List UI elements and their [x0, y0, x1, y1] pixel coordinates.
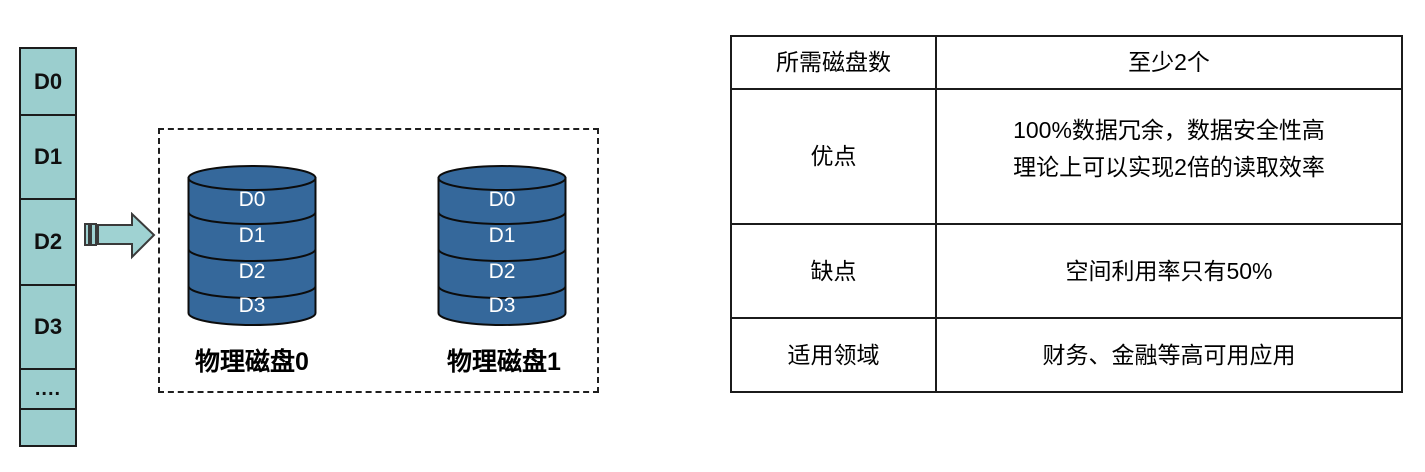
table-row-cons-value: 空间利用率只有50%	[935, 223, 1401, 317]
table-row-usage-label: 适用领域	[732, 317, 935, 391]
disk-band-divider	[437, 285, 567, 299]
arrow-stripe-1	[84, 223, 90, 246]
disk1-band-d0: D0	[489, 188, 516, 211]
pros-line-1: 100%数据冗余，数据安全性高	[1013, 116, 1325, 143]
disk-band-divider	[187, 285, 317, 299]
arrow-body	[97, 212, 156, 260]
disk-band-divider	[187, 248, 317, 262]
disk1-band-d1: D1	[489, 224, 516, 247]
disk-cylinder-top	[437, 165, 567, 191]
table-row-disks-value: 至少2个	[935, 37, 1401, 88]
arrow-stripe-2	[90, 223, 97, 246]
logical-block-d2: D2	[19, 198, 77, 286]
mirror-group-box	[158, 128, 599, 393]
disk-band-divider	[437, 248, 567, 262]
table-row-pros-value: 100%数据冗余，数据安全性高 理论上可以实现2倍的读取效率	[935, 88, 1401, 223]
disk1-band-d3: D3	[489, 294, 516, 317]
logical-block-d0: D0	[19, 47, 77, 116]
logical-block-d3: D3	[19, 284, 77, 370]
logical-block-empty	[19, 408, 77, 447]
table-row-pros-label: 优点	[732, 88, 935, 223]
physical-disk-0: D0 D1 D2 D3	[187, 165, 317, 326]
disk0-band-d1: D1	[239, 224, 266, 247]
striped-right-arrow-icon	[84, 212, 156, 260]
pros-line-2: 理论上可以实现2倍的读取效率	[1013, 153, 1325, 180]
disk-cylinder-body	[187, 177, 317, 326]
disk-cylinder-body	[437, 177, 567, 326]
disk0-band-d2: D2	[239, 260, 266, 283]
logical-block-d1: D1	[19, 114, 77, 200]
disk-band-divider	[187, 211, 317, 225]
disk0-band-d0: D0	[239, 188, 266, 211]
disk1-caption: 物理磁盘1	[447, 348, 561, 376]
disk0-band-d3: D3	[239, 294, 266, 317]
physical-disk-1: D0 D1 D2 D3	[437, 165, 567, 326]
disk-band-divider	[437, 211, 567, 225]
logical-block-column: D0 D1 D2 D3 ....	[19, 47, 77, 447]
table-row-usage-value: 财务、金融等高可用应用	[935, 317, 1401, 391]
raid1-characteristics-table: 所需磁盘数 至少2个 优点 100%数据冗余，数据安全性高 理论上可以实现2倍的…	[730, 35, 1403, 393]
disk0-caption: 物理磁盘0	[195, 348, 309, 376]
logical-block-ellipsis: ....	[19, 368, 77, 410]
disk1-band-d2: D2	[489, 260, 516, 283]
table-row-disks-label: 所需磁盘数	[776, 49, 891, 75]
disk-cylinder-top	[187, 165, 317, 191]
table-row-cons-label: 缺点	[732, 223, 935, 317]
